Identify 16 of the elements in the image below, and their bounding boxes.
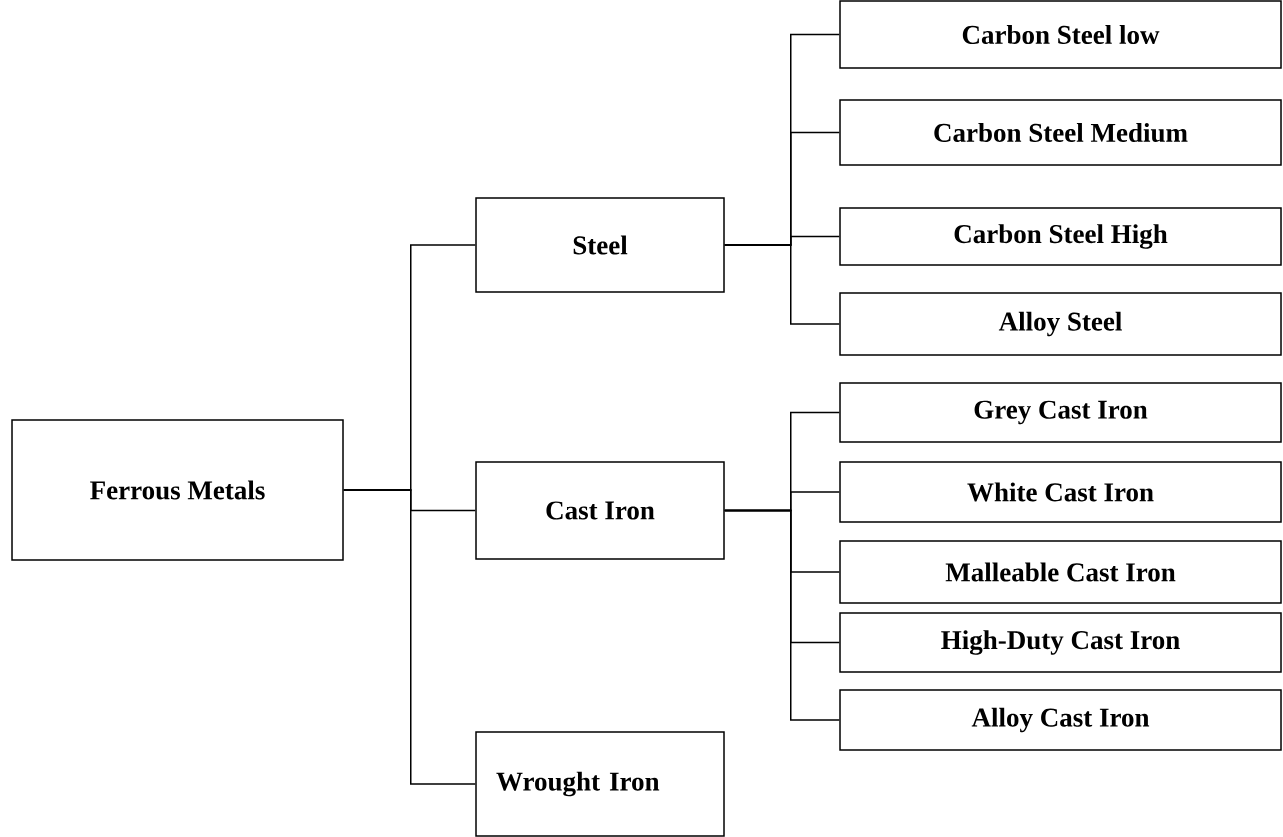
connector-line (343, 489, 476, 785)
subtype-box: Grey Cast Iron (839, 382, 1282, 443)
subtype-box: Carbon Steel High (839, 207, 1282, 266)
category-box: Ferrous Metals (11, 419, 344, 561)
subtype-box: Alloy Cast Iron (839, 689, 1282, 751)
subtype-box: White Cast Iron (839, 461, 1282, 523)
subtype-box: Alloy Steel (839, 292, 1282, 356)
category-box: Wrought Iron (475, 731, 725, 837)
category-box: Cast Iron (475, 461, 725, 560)
subtype-box: High-Duty Cast Iron (839, 612, 1282, 673)
subtype-box: Malleable Cast Iron (839, 540, 1282, 604)
subtype-box: Carbon Steel low (839, 0, 1282, 69)
subtype-box: Carbon Steel Medium (839, 99, 1282, 166)
connector-line (724, 244, 840, 325)
connector-line (724, 509, 840, 721)
category-box: Steel (475, 197, 725, 293)
